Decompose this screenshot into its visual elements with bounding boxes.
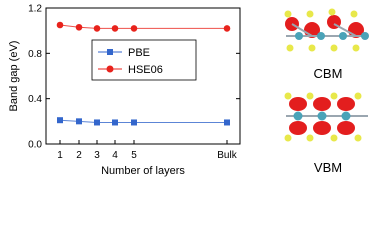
legend-box (91, 39, 197, 81)
figure: 0.0 0.4 0.8 1.2 1 2 3 4 5 Bulk PBE HSE06 Number … (8, 4, 369, 177)
vbm-label: VBM (314, 160, 342, 175)
y-tick-label: 0.8 (28, 49, 42, 60)
data-point-hse06 (130, 25, 138, 32)
data-point-hse06 (93, 25, 101, 32)
y-tick-label: 1.2 (28, 4, 42, 15)
legend-hse06-label: HSE06 (128, 64, 163, 76)
cbm-structure-illustration (283, 6, 369, 52)
x-tick-label: 5 (131, 150, 137, 161)
data-point-pbe (57, 117, 63, 124)
series-hse06 (56, 21, 231, 32)
y-tick-label: 0.4 (28, 94, 42, 105)
x-tick-label: Bulk (217, 150, 237, 161)
series-line-hse06 (59, 24, 227, 29)
legend-pbe-marker (107, 49, 113, 55)
data-point-hse06 (75, 23, 83, 31)
x-tick-label: 4 (112, 150, 118, 161)
data-point-pbe (131, 119, 137, 126)
legend-hse06-marker (106, 65, 114, 73)
x-tick-label: 3 (94, 150, 100, 161)
y-axis-title: Band gap (eV) (8, 41, 20, 112)
vbm-structure-illustration (283, 92, 369, 142)
cbm-label: CBM (314, 66, 343, 81)
y-axis: 0.0 0.4 0.8 1.2 (28, 4, 240, 151)
data-point-hse06 (223, 25, 231, 32)
x-tick-label: 1 (57, 150, 63, 161)
data-point-hse06 (111, 25, 119, 32)
y-tick-label: 0.0 (28, 140, 42, 151)
legend-pbe-label: PBE (128, 47, 150, 59)
series-layer (56, 21, 231, 126)
legend: PBE HSE06 (91, 39, 197, 81)
x-axis: 1 2 3 4 5 Bulk (57, 140, 238, 161)
data-point-pbe (94, 119, 100, 126)
data-point-pbe (224, 119, 230, 126)
series-line-pbe (59, 119, 227, 123)
data-point-hse06 (56, 21, 64, 29)
x-tick-label: 2 (76, 150, 82, 161)
x-axis-title: Number of layers (101, 165, 185, 177)
data-point-pbe (112, 119, 118, 126)
data-point-pbe (76, 118, 82, 125)
series-pbe (57, 117, 230, 126)
plot-frame (45, 7, 241, 145)
